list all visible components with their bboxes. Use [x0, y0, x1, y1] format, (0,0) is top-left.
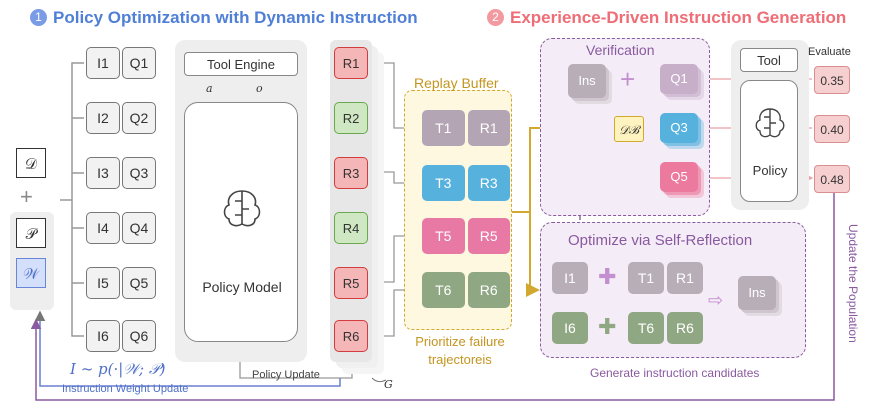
reward-cell: R1: [467, 110, 510, 146]
section-2-title-text: Experience-Driven Instruction Generation: [510, 8, 847, 27]
instruction-cell: I4: [86, 212, 120, 244]
brain-icon-small: [755, 108, 785, 138]
tool-engine: Tool Engine: [184, 52, 298, 76]
policy-label: Policy: [752, 163, 788, 178]
instruction-cell: I6: [86, 320, 120, 352]
db-box: 𝒟ℬ: [614, 116, 644, 142]
reward-cell: R3: [467, 165, 510, 201]
instruction-cell: I1: [86, 47, 120, 79]
reflect-trajectory: T1: [628, 262, 664, 294]
section-2-number: 2: [487, 9, 504, 26]
score-box: 0.40: [814, 115, 850, 143]
verify-query: Q1: [660, 64, 698, 94]
prompt-set-p: 𝒫: [16, 218, 46, 248]
weights-w: 𝒲: [16, 258, 46, 288]
plus-icon-verify: +: [620, 64, 636, 94]
policy-update-label: Policy Update: [252, 369, 320, 381]
section-1-title: 1 Policy Optimization with Dynamic Instru…: [30, 8, 418, 28]
ins-stack: Ins: [568, 64, 606, 98]
plus-icon: +: [20, 184, 33, 209]
reward-stack: [330, 40, 372, 362]
reflect-reward: R1: [667, 262, 703, 294]
query-cell: Q3: [122, 157, 156, 189]
query-cell: Q1: [122, 47, 156, 79]
instruction-weight-update-label: Instruction Weight Update: [62, 383, 189, 395]
instruction-cell: I2: [86, 102, 120, 134]
reflect-instruction: I6: [552, 312, 588, 344]
reward-box: R1: [334, 47, 368, 79]
reflect-instruction: I1: [552, 262, 588, 294]
reward-box: R5: [334, 267, 368, 299]
replay-buffer-title: Replay Buffer: [414, 75, 499, 91]
query-cell: Q2: [122, 102, 156, 134]
sampling-formula: I ~ p(·|𝒲; 𝒫): [70, 360, 166, 378]
verify-query: Q5: [660, 162, 698, 192]
section-1-title-text: Policy Optimization with Dynamic Instruc…: [53, 8, 418, 27]
arrow-right-icon: ⇨: [708, 290, 724, 310]
policy-box: Policy: [740, 80, 798, 202]
reward-box: R2: [334, 102, 368, 134]
trajectory-cell: T3: [422, 165, 465, 201]
verification-title: Verification: [586, 42, 655, 58]
trajectory-cell: T6: [422, 272, 465, 308]
evaluate-label: Evaluate: [808, 46, 851, 58]
query-cell: Q5: [122, 267, 156, 299]
query-cell: Q6: [122, 320, 156, 352]
generate-caption: Generate instruction candidates: [590, 366, 760, 380]
reward-cell: R6: [467, 272, 510, 308]
ins-candidates: Ins: [738, 276, 776, 310]
plus-icon-reflect: ✚: [598, 314, 617, 339]
group-label: G: [384, 378, 393, 391]
policy-model-box: Policy Model: [184, 102, 298, 342]
section-2-title: 2 Experience-Driven Instruction Generatio…: [487, 8, 846, 28]
instruction-cell: I3: [86, 157, 120, 189]
plus-icon-reflect: ✚: [598, 264, 617, 289]
brain-icon: [223, 190, 261, 227]
policy-model-label: Policy Model: [202, 279, 282, 295]
update-population-label: Update the Population: [846, 224, 860, 343]
reward-cell: R5: [467, 218, 510, 254]
self-reflection-title: Optimize via Self-Reflection: [568, 232, 753, 249]
score-box: 0.35: [814, 66, 850, 94]
section-1-number: 1: [30, 9, 47, 26]
trajectory-cell: T5: [422, 218, 465, 254]
tool-box: Tool: [740, 48, 798, 72]
observation-label: o: [256, 82, 263, 95]
action-label: a: [206, 82, 213, 95]
reflect-trajectory: T6: [628, 312, 664, 344]
reward-box: R3: [334, 157, 368, 189]
reflect-reward: R6: [667, 312, 703, 344]
verify-query: Q3: [660, 113, 698, 143]
reward-box: R6: [334, 320, 368, 352]
instruction-cell: I5: [86, 267, 120, 299]
replay-buffer-caption-1: Prioritize failure: [415, 334, 505, 349]
reward-box: R4: [334, 212, 368, 244]
query-cell: Q4: [122, 212, 156, 244]
trajectory-cell: T1: [422, 110, 465, 146]
dataset-d: 𝒟: [16, 148, 46, 178]
replay-buffer-caption-2: trajectoreis: [428, 352, 492, 367]
score-box: 0.48: [814, 165, 850, 193]
